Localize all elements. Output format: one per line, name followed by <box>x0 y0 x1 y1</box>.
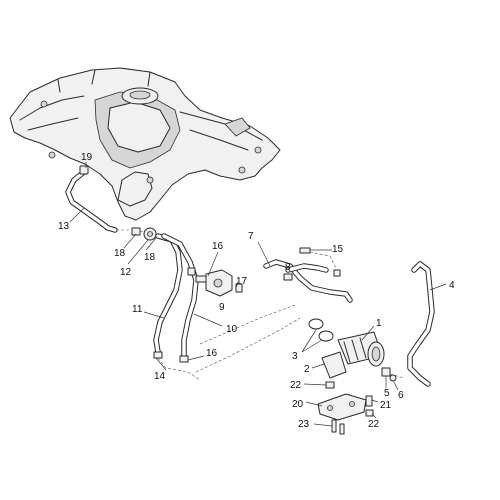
callout-17: 17 <box>236 276 248 287</box>
callout-23: 23 <box>298 419 310 430</box>
callout-9: 9 <box>219 302 225 313</box>
callout-19: 19 <box>81 152 93 163</box>
clamp-16-lower <box>179 355 189 363</box>
callout-10: 10 <box>226 324 238 335</box>
callout-21: 21 <box>380 400 392 411</box>
callout-13: 13 <box>58 221 70 232</box>
bolt-23 <box>331 419 345 435</box>
callout-2: 2 <box>304 364 310 375</box>
screw-15 <box>299 247 341 277</box>
plate-20 <box>317 393 367 421</box>
callout-15: 15 <box>332 244 344 255</box>
callout-6: 6 <box>398 390 404 401</box>
bolt-21 <box>365 395 373 407</box>
callout-18a: 18 <box>114 248 126 259</box>
callout-16b: 16 <box>206 348 218 359</box>
callout-18b: 18 <box>144 252 156 263</box>
valve-9 <box>195 269 233 297</box>
callout-labels: 19 13 18 12 18 11 10 14 16 16 17 9 7 8 1… <box>58 152 455 430</box>
valve-12 <box>143 227 157 241</box>
washer-6 <box>389 374 397 382</box>
hose-10 <box>161 233 199 359</box>
fitting-5 <box>381 367 391 377</box>
bands-3 <box>308 318 334 342</box>
fuel-tank <box>9 67 281 221</box>
bracket-2 <box>321 351 347 379</box>
callout-12: 12 <box>120 267 132 278</box>
nut-22-right <box>365 409 374 417</box>
leader-lines <box>69 162 447 427</box>
clip-8 <box>283 273 293 281</box>
canister-1 <box>337 331 385 367</box>
callout-22a: 22 <box>290 380 302 391</box>
pipe-4 <box>407 261 435 387</box>
callout-14: 14 <box>154 371 166 382</box>
connector-18 <box>131 227 141 236</box>
callout-11: 11 <box>132 304 143 315</box>
hose-assembly-7 <box>263 259 353 303</box>
fitting-19 <box>79 165 89 175</box>
callout-22c: 22 <box>368 419 380 430</box>
callout-16a: 16 <box>212 241 224 252</box>
callout-8: 8 <box>285 262 291 273</box>
clamp-14 <box>153 351 163 359</box>
callout-20: 20 <box>292 399 304 410</box>
callout-3: 3 <box>292 351 298 362</box>
callout-4: 4 <box>449 280 455 291</box>
clamp-16-upper <box>187 267 196 276</box>
callout-7: 7 <box>248 231 254 242</box>
hose-13 <box>65 169 118 233</box>
callout-5: 5 <box>384 388 390 399</box>
nut-22-left <box>325 381 335 389</box>
callout-1: 1 <box>376 318 382 329</box>
hose-11 <box>153 233 183 355</box>
